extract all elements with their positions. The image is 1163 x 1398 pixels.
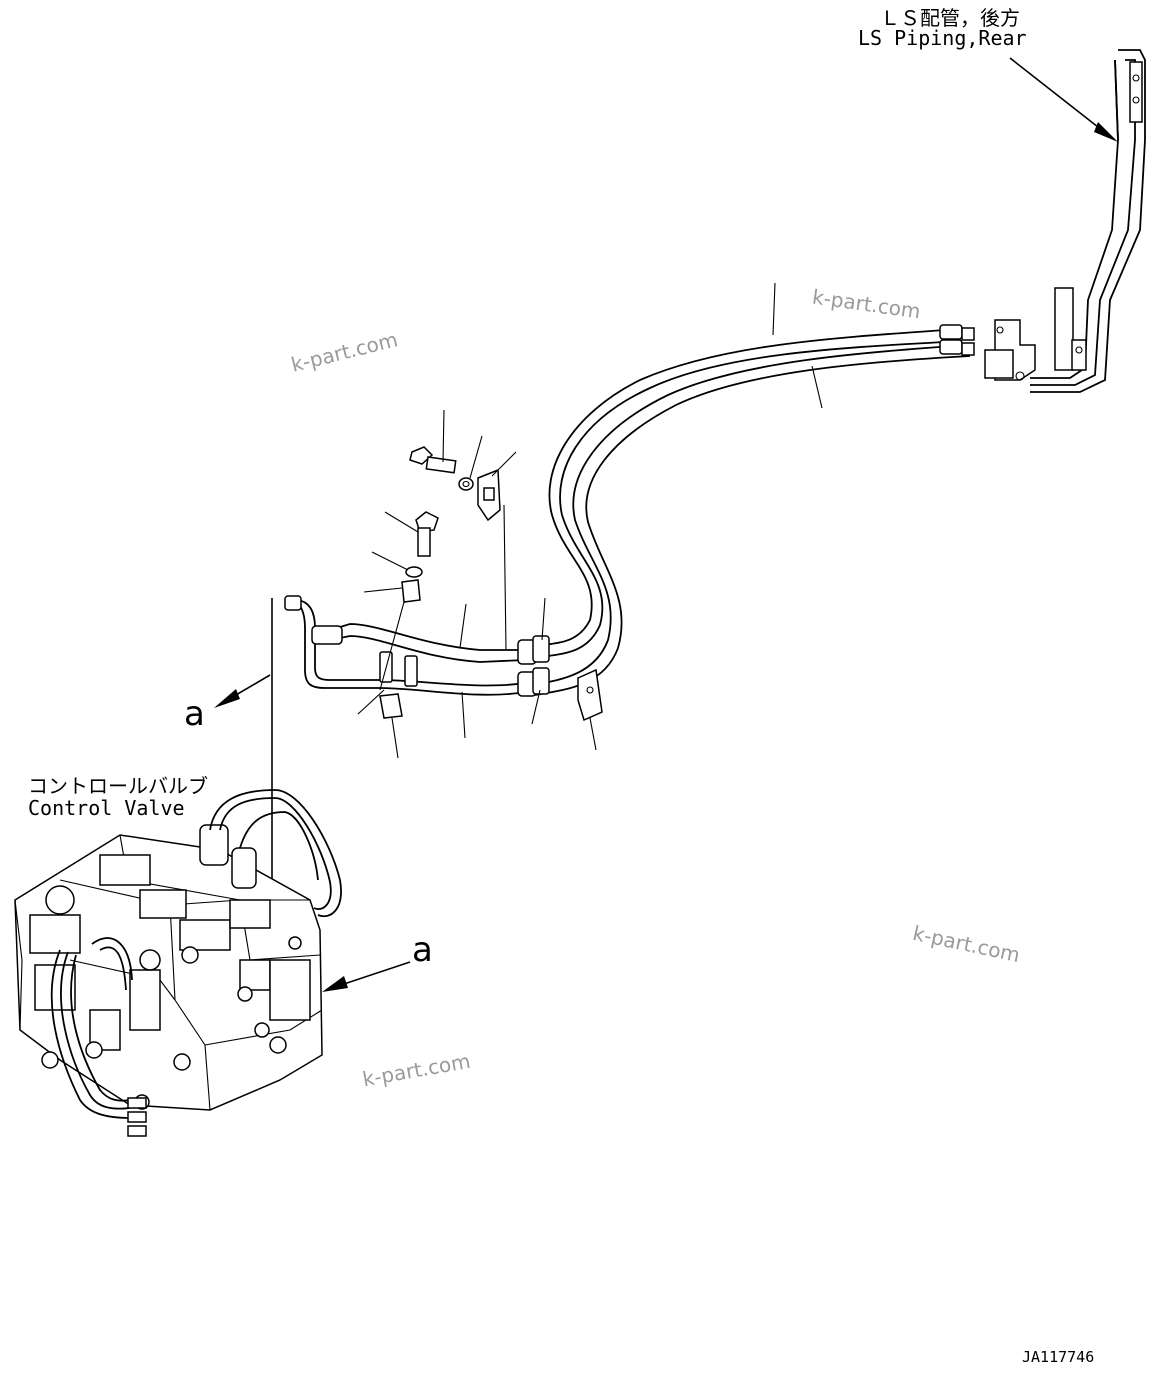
view-arrow-right: [322, 961, 411, 992]
control-valve-label-en: Control Valve: [28, 796, 185, 820]
rear-ls-piping-assembly: [984, 49, 1146, 393]
ls-piping-label-jp: ＬＳ配管，後方: [880, 6, 1020, 30]
control-valve-assembly: [14, 789, 342, 1137]
ls-tubes: [284, 595, 550, 697]
drawing-code: JA117746: [1022, 1348, 1095, 1366]
ls-piping-label-en: LS Piping,Rear: [858, 26, 1027, 50]
control-valve-label-jp: コントロールバルブ: [28, 774, 208, 798]
hardware-parts: [379, 446, 603, 722]
view-marker-right: a: [412, 930, 433, 970]
callout-leaders: [357, 282, 823, 759]
ls-hoses: [527, 324, 975, 696]
ls-piping-leader: [1009, 57, 1118, 142]
view-marker-left: a: [184, 694, 205, 734]
